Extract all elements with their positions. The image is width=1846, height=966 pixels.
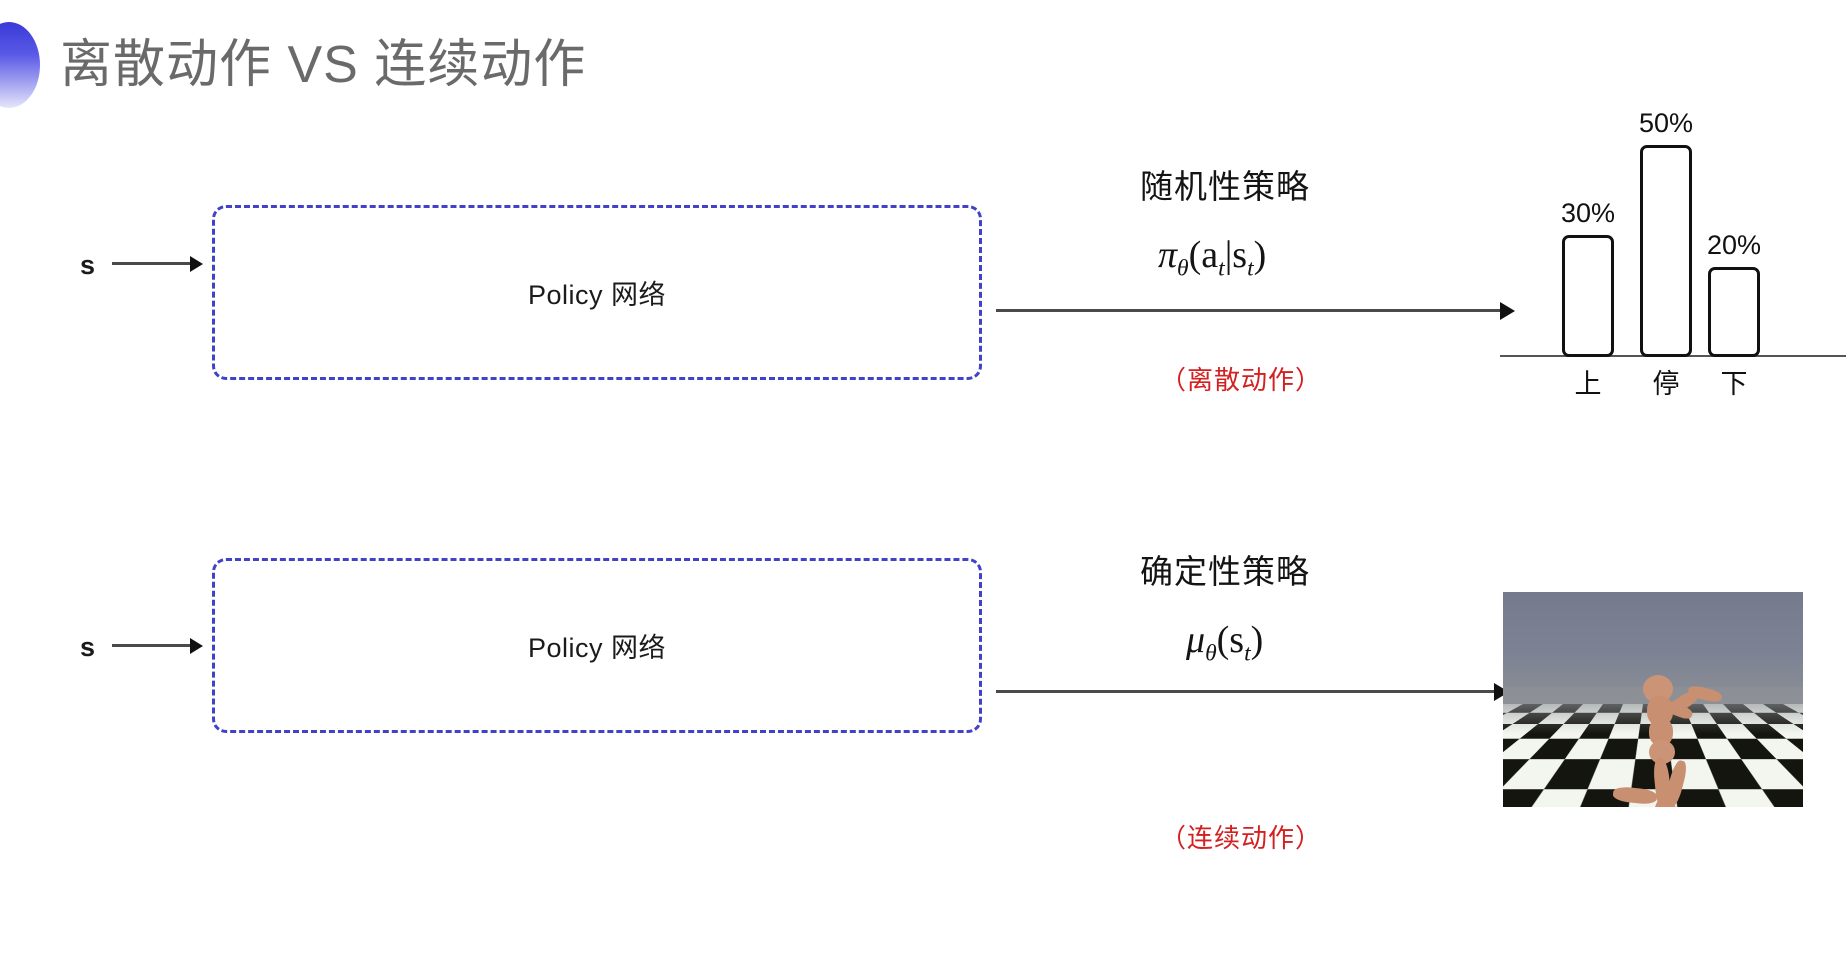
bar-rect-0	[1562, 235, 1614, 357]
policy-kind-deterministic: 确定性策略	[1140, 553, 1310, 590]
action-note-discrete: （离散动作）	[1160, 365, 1323, 395]
bar-category-2: 下	[1720, 369, 1748, 399]
bar-value-1: 50%	[1638, 108, 1694, 138]
discrete-action-bar-chart: 30% 上 50% 停 20% 下	[1500, 95, 1846, 399]
formula-deterministic-policy: μθ(st)	[1186, 618, 1263, 668]
bar-value-0: 30%	[1560, 198, 1616, 228]
policy-network-label-top: Policy 网络	[527, 280, 667, 310]
formula-close-2: )	[1250, 619, 1264, 661]
formula-given-bar: |s	[1224, 234, 1248, 276]
formula-open-arg: (a	[1188, 234, 1219, 276]
bar-value-2: 20%	[1706, 230, 1762, 260]
formula-theta-2: θ	[1205, 640, 1217, 667]
formula-close: )	[1253, 234, 1267, 276]
state-to-policy-arrow-top	[112, 262, 192, 265]
policy-network-box-top[interactable]: Policy 网络	[212, 205, 982, 380]
formula-theta: θ	[1177, 255, 1189, 282]
bar-rect-2	[1708, 267, 1760, 357]
state-label-bottom: s	[80, 632, 96, 662]
state-to-policy-arrow-bottom	[112, 644, 192, 647]
title-bullet-icon	[0, 22, 40, 108]
formula-mu: μ	[1186, 619, 1206, 661]
policy-network-label-bottom: Policy 网络	[527, 633, 667, 663]
formula-st-sub-2: t	[1244, 640, 1251, 667]
formula-open-arg-2: (s	[1216, 619, 1245, 661]
bar-column-2: 20% 下	[1707, 230, 1761, 399]
policy-network-box-bottom[interactable]: Policy 网络	[212, 558, 982, 733]
state-label-top: s	[80, 250, 96, 280]
humanoid-simulation-image	[1503, 592, 1803, 807]
policy-to-output-arrow-top	[996, 309, 1502, 312]
bar-rect-1	[1640, 145, 1692, 357]
formula-stochastic-policy: πθ(at|st)	[1158, 233, 1266, 283]
formula-at-sub: t	[1218, 255, 1225, 282]
page-title: 离散动作 VS 连续动作	[60, 36, 587, 94]
bar-column-1: 50% 停	[1639, 108, 1693, 399]
policy-to-output-arrow-bottom	[996, 690, 1496, 693]
action-note-continuous: （连续动作）	[1160, 823, 1323, 853]
bar-column-0: 30% 上	[1561, 198, 1615, 399]
formula-pi: π	[1158, 234, 1178, 276]
formula-st-sub: t	[1247, 255, 1254, 282]
bar-category-1: 停	[1652, 369, 1680, 399]
policy-kind-stochastic: 随机性策略	[1140, 168, 1310, 205]
bar-category-0: 上	[1574, 369, 1602, 399]
